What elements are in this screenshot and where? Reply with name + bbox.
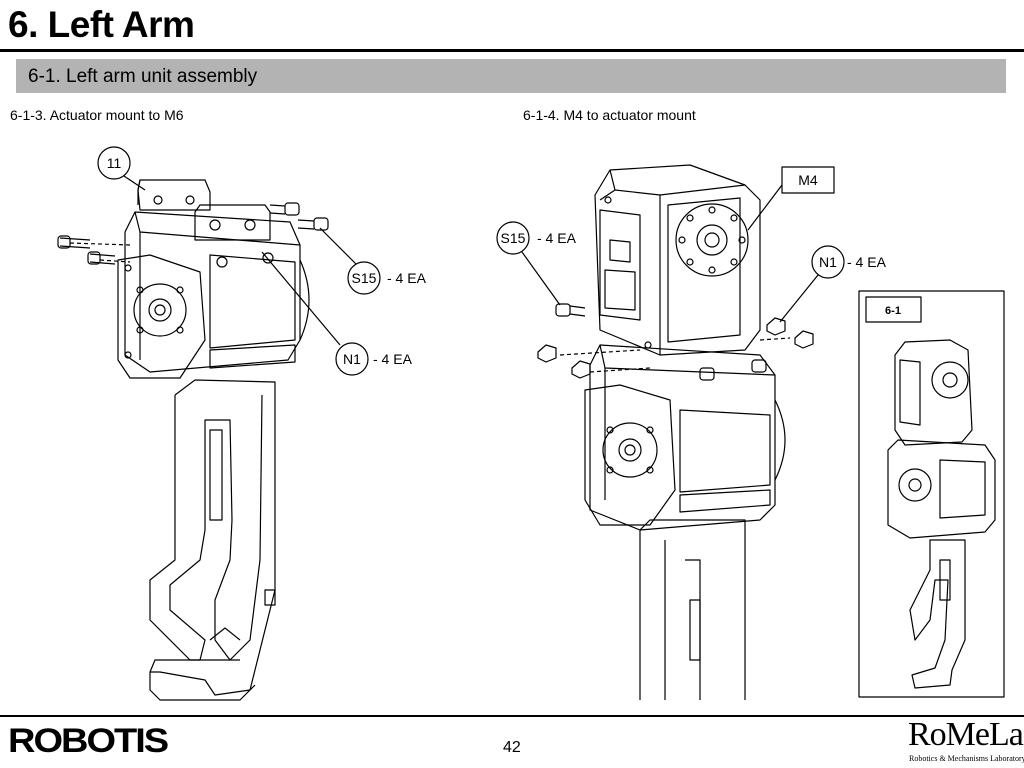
callout-n1-right-label: N1 — [819, 254, 837, 270]
m4-assembly-illustration — [537, 164, 814, 700]
callout-n1-left — [261, 251, 369, 376]
title-rule — [0, 49, 1024, 52]
callout-s15-right-label: S15 — [501, 230, 526, 246]
assembly-figure: 11 S15 - 4 EA N1 - 4 EA — [0, 120, 1024, 710]
romela-logo: RoMeLa Robotics & Mechanisms Laboratory — [908, 716, 1024, 764]
callout-s15-left — [319, 227, 381, 295]
callout-s15-right — [496, 221, 561, 306]
section-title: 6-1. Left arm unit assembly — [28, 66, 258, 87]
romela-logo-subtitle: Robotics & Mechanisms Laboratory — [909, 754, 1024, 763]
callout-11 — [97, 146, 146, 191]
inset-label: 6-1 — [885, 305, 901, 317]
section-header: 6-1. Left arm unit assembly — [16, 59, 1006, 93]
page-title: 6. Left Arm — [8, 4, 195, 45]
callout-s15-left-label: S15 — [352, 270, 377, 286]
callout-n1-right-qty: - 4 EA — [847, 254, 887, 270]
robotis-logo: ROBOTIS — [8, 722, 169, 760]
callout-n1-right — [779, 245, 845, 323]
step-title-left: 6-1-3. Actuator mount to M6 — [10, 107, 184, 123]
callout-n1-left-qty: - 4 EA — [373, 351, 413, 367]
callout-n1-left-label: N1 — [343, 351, 361, 367]
step-title-right: 6-1-4. M4 to actuator mount — [523, 107, 696, 123]
romela-logo-word: RoMeLa — [908, 716, 1024, 753]
page-number: 42 — [503, 739, 521, 756]
callout-m4 — [747, 166, 835, 231]
inset-completed-view — [858, 290, 1005, 698]
actuator-mount-illustration — [57, 179, 329, 701]
callout-m4-label: M4 — [798, 172, 818, 188]
callout-s15-left-qty: - 4 EA — [387, 270, 427, 286]
callout-s15-right-qty: - 4 EA — [537, 230, 577, 246]
footer-rule — [0, 715, 1024, 717]
callout-11-label: 11 — [107, 155, 122, 171]
